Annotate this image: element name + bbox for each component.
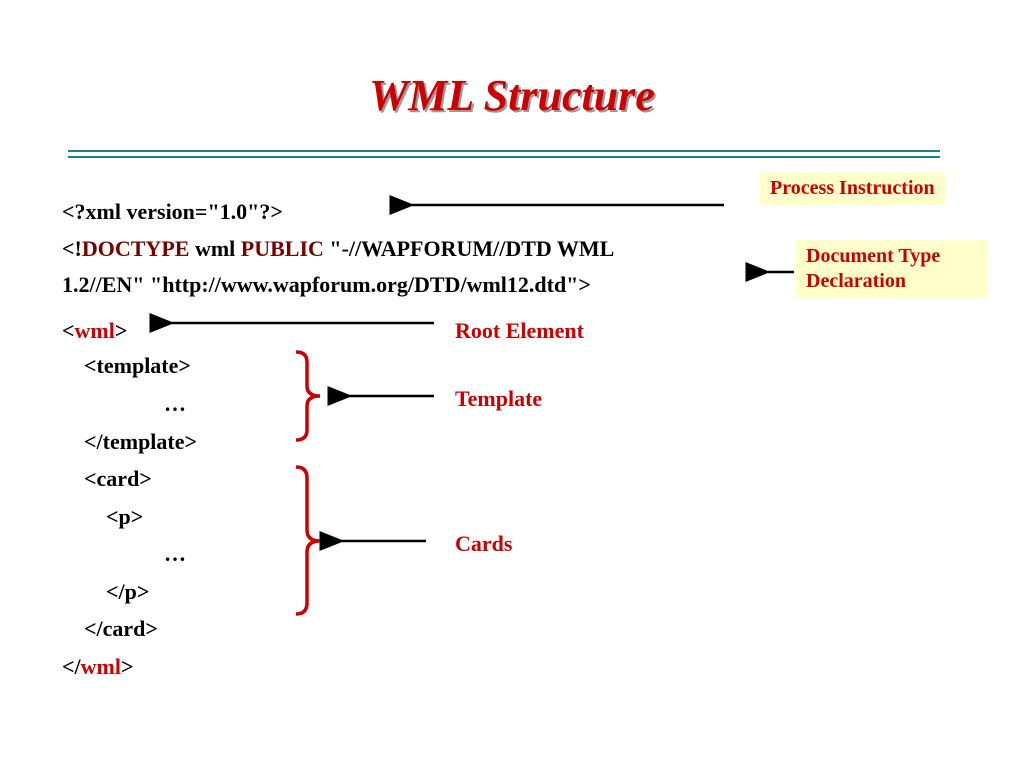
doctype-callout-line-1: Document Type	[806, 245, 941, 267]
wml-close-gt: >	[120, 654, 134, 679]
title-divider-bottom	[68, 156, 940, 158]
wml-close-lt: </	[62, 654, 81, 679]
doctype-open: <!	[62, 236, 82, 261]
template-ellipsis: …	[164, 391, 186, 416]
p-ellipsis: …	[164, 541, 186, 566]
doctype-line-2: 1.2//EN" "http://www.wapforum.org/DTD/wm…	[62, 272, 591, 297]
card-open-tag: <card>	[84, 466, 152, 491]
cards-brace	[295, 465, 321, 616]
p-close-tag: </p>	[106, 579, 150, 604]
template-brace	[295, 350, 321, 442]
cards-label: Cards	[455, 531, 513, 556]
wml-open-tag: <wml>	[62, 320, 127, 342]
template-open-tag: <template>	[84, 353, 191, 378]
title-divider-top	[68, 150, 940, 152]
doctype-line-1: <!DOCTYPE wml PUBLIC "-//WAPFORUM//DTD W…	[62, 238, 614, 260]
wml-close-name: wml	[80, 654, 121, 679]
doctype-public: PUBLIC	[240, 236, 324, 261]
doctype-callout: Document Type Declaration	[796, 240, 988, 298]
process-instruction-callout: Process Instruction	[760, 172, 945, 205]
doctype-keyword: DOCTYPE	[81, 236, 190, 261]
template-close-tag: </template>	[84, 429, 198, 454]
wml-open-lt: <	[62, 318, 75, 343]
xml-declaration-line: <?xml version="1.0"?>	[62, 199, 283, 224]
card-close-tag: </card>	[84, 616, 158, 641]
doctype-callout-line-2: Declaration	[806, 270, 906, 292]
wml-close-tag: </wml>	[62, 656, 134, 678]
doctype-rest: "-//WAPFORUM//DTD WML	[323, 236, 615, 261]
root-element-label: Root Element	[455, 318, 584, 343]
doctype-wml: wml	[189, 236, 241, 261]
wml-open-name: wml	[74, 318, 115, 343]
p-open-tag: <p>	[106, 504, 144, 529]
slide-title: WML Structure	[369, 71, 655, 120]
template-label: Template	[455, 386, 543, 411]
wml-open-gt: >	[114, 318, 128, 343]
